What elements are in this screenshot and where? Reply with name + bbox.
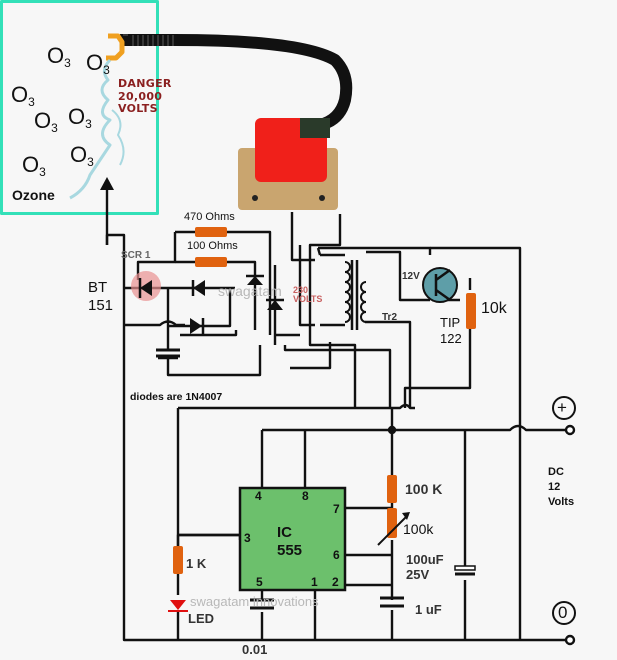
label-0-01: 0.01 [242, 642, 268, 657]
ozone-molecule: O3 [86, 50, 110, 77]
ic-pin-1: 1 [311, 575, 318, 589]
diode-icon [267, 300, 283, 310]
ozone-caption: Ozone [12, 187, 55, 203]
ozone-molecule: O3 [68, 104, 92, 131]
label-151: 151 [88, 297, 114, 314]
ic-pin-8: 8 [302, 489, 309, 503]
led-icon [170, 600, 186, 610]
ic-label-line2: 555 [277, 542, 303, 559]
label-scr1: SCR 1 [121, 250, 151, 261]
resistor-470-ohms [195, 227, 227, 237]
ic-pin-4: 4 [255, 489, 262, 503]
capacitor-0-01 [250, 598, 274, 610]
label-100k-pot: 100k [403, 521, 434, 537]
label-25v: 25V [406, 567, 430, 582]
pot-arrow-icon [402, 512, 410, 520]
hv-cable [120, 34, 353, 131]
ic-555-body [238, 486, 347, 592]
resistor-1k [173, 546, 183, 574]
diode-icon [193, 280, 205, 296]
ozone-molecule: O3 [70, 142, 94, 169]
ic-label-line1: IC [277, 524, 292, 541]
hv-hook [106, 33, 125, 61]
resistor-100k [387, 475, 397, 503]
ic-pin-7: 7 [333, 502, 340, 516]
ozone-box-border [0, 0, 159, 215]
ozone-molecule: O3 [11, 82, 35, 109]
ozone-molecule: O3 [47, 43, 71, 70]
ic-pin-5: 5 [256, 575, 263, 589]
ic-pin-6: 6 [333, 548, 340, 562]
label-tip: TIP [440, 315, 461, 330]
scr-icon [140, 280, 152, 296]
diode-icon [190, 318, 202, 334]
label-100k-resistor: 100 K [405, 481, 443, 497]
label-bt: BT [88, 279, 108, 296]
transistor-tip122 [422, 267, 458, 303]
label-122: 122 [440, 331, 462, 346]
ozone-molecule: O3 [34, 108, 58, 135]
capacitor-1uf [380, 596, 404, 608]
diode-icon [247, 276, 263, 285]
potentiometer-100k [387, 508, 397, 538]
arrow-up-icon [100, 177, 114, 190]
label-1uf: 1 uF [415, 602, 442, 617]
label-tr2: Tr2 [382, 312, 398, 323]
supply-12: 12 [548, 481, 561, 493]
resistor-100-ohms [195, 257, 227, 267]
ic-pin-2: 2 [332, 575, 339, 589]
danger-warning: DANGER 20,000 VOLTS [118, 77, 172, 116]
capacitor-scr [156, 348, 180, 358]
label-1k: 1 K [186, 556, 207, 571]
watermark-bottom: swagatam innovations [190, 594, 319, 609]
transformer-tr2 [344, 260, 367, 330]
label-470-ohms: 470 Ohms [184, 211, 235, 223]
label-100-ohms: 100 Ohms [187, 240, 238, 252]
label-10k: 10k [481, 300, 507, 317]
diode-note: diodes are 1N4007 [130, 391, 223, 403]
watermark-mid: swagatam [218, 283, 282, 299]
supply-zero-symbol: 0 [558, 603, 568, 622]
spark [69, 58, 112, 200]
ic-pin-3: 3 [244, 531, 251, 545]
resistor-10k [466, 293, 476, 329]
ozone-molecule: O3 [22, 152, 46, 179]
supply-dc: DC [548, 466, 564, 478]
label-led: LED [188, 611, 214, 626]
supply-plus-symbol: + [557, 398, 567, 417]
label-100uf: 100uF [406, 552, 444, 567]
supply-volts: Volts [548, 496, 575, 508]
ignition-coil [238, 118, 338, 210]
label-12v: 12V [402, 271, 420, 282]
